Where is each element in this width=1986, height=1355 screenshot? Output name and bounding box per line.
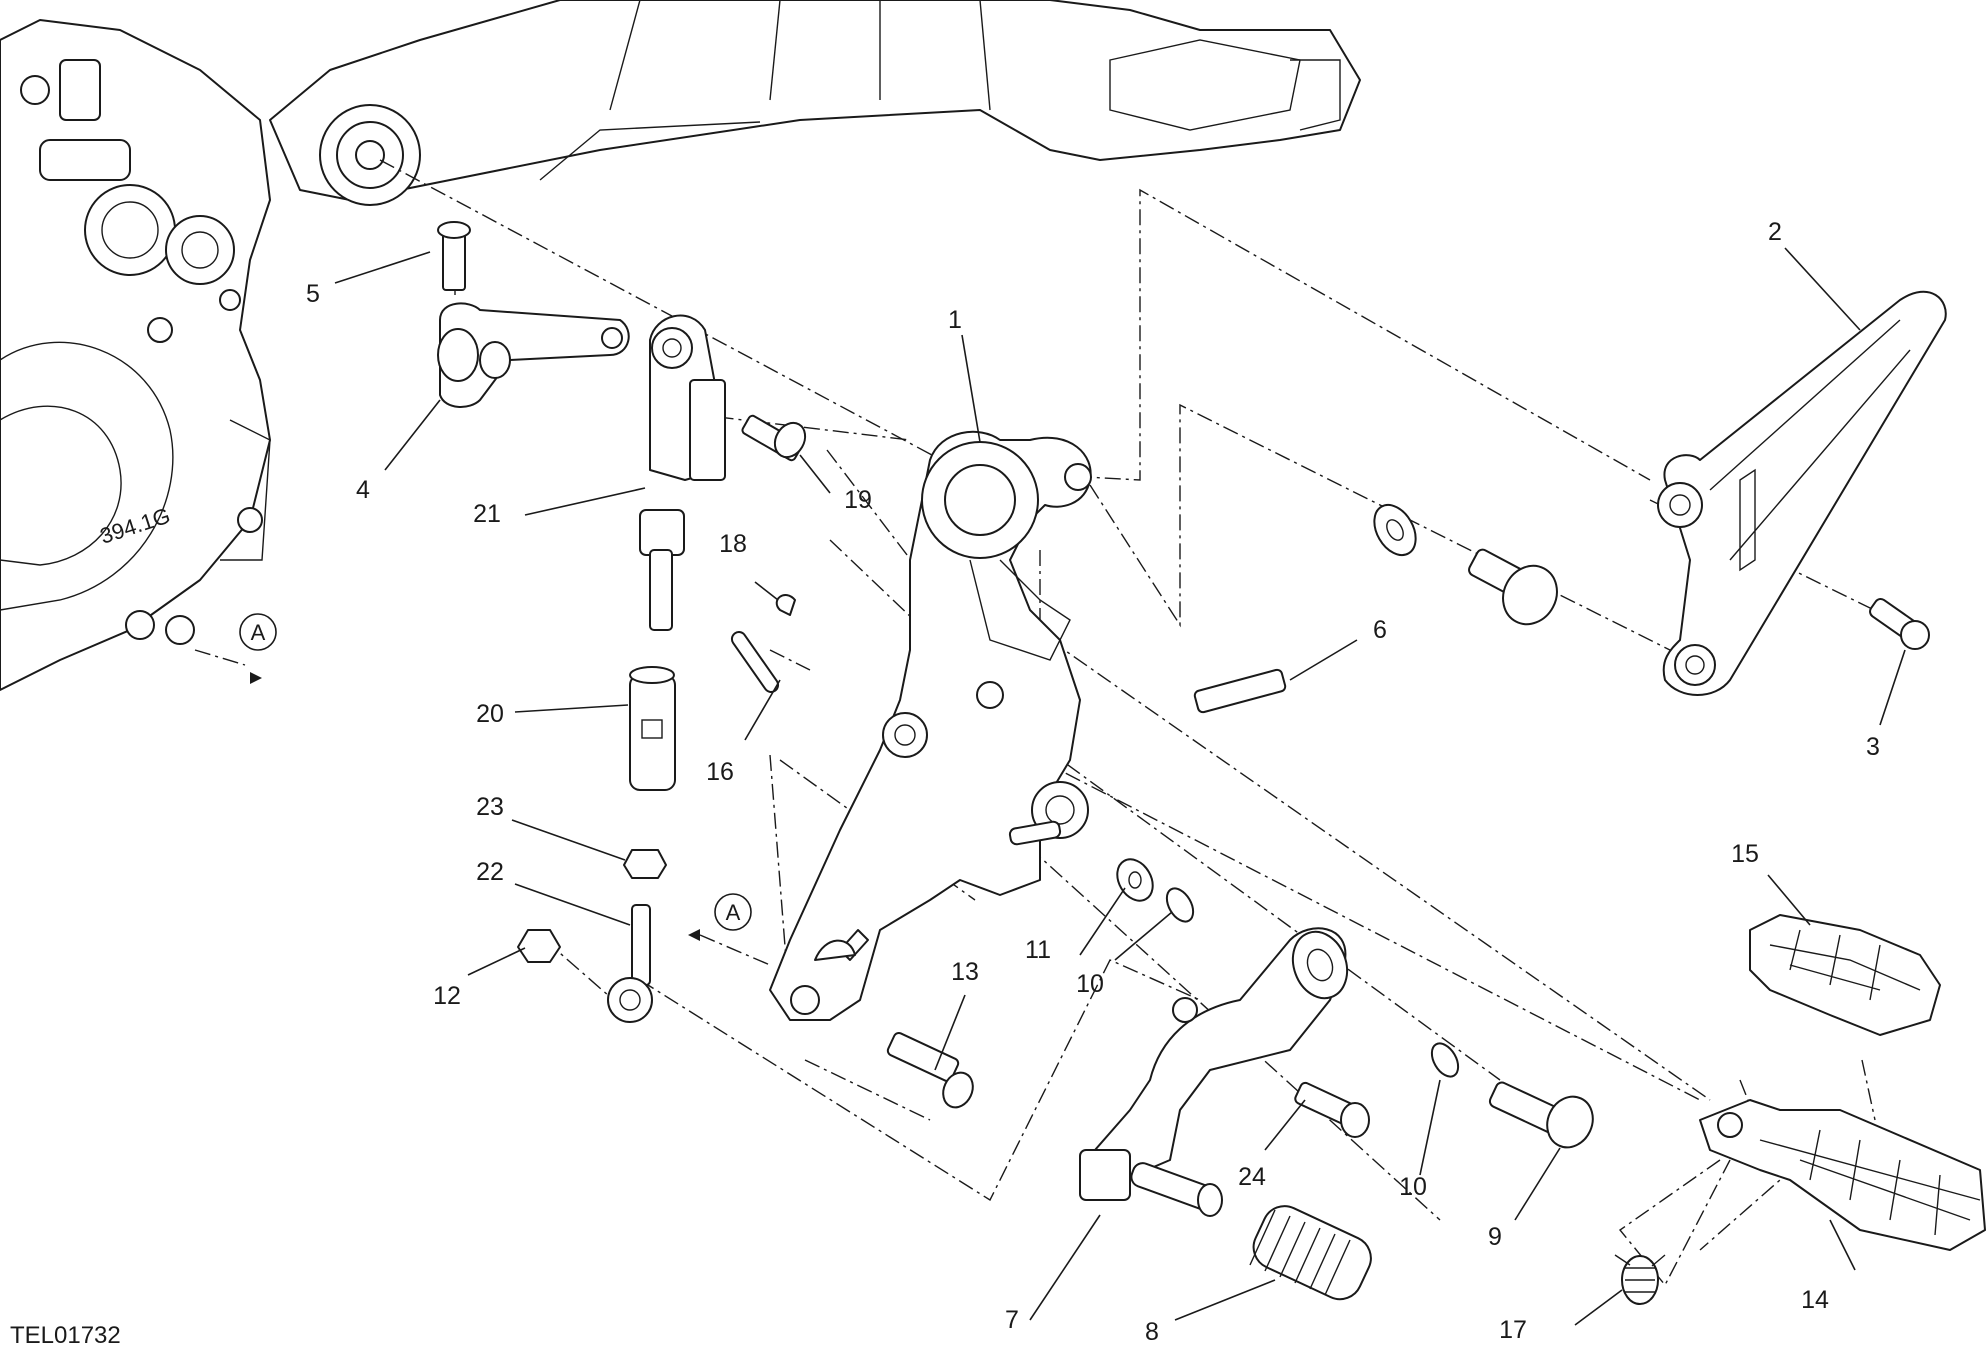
callout-21: 21 [473, 500, 501, 528]
sleeve-part-20 [629, 666, 676, 791]
callout-leaders [334, 247, 1906, 1326]
engine-case: 394.1G [0, 19, 271, 691]
washer-part-11 [1116, 858, 1154, 902]
callout-20: 20 [476, 700, 504, 728]
svg-text:A: A [726, 900, 741, 925]
swingarm [269, 0, 1361, 206]
screw-part-5 [437, 221, 471, 291]
callout-8: 8 [1145, 1318, 1159, 1346]
circlip-part-10b [1430, 1042, 1460, 1078]
screw-part-13 [886, 1031, 974, 1109]
heel-guard-part-2 [1657, 290, 1947, 696]
drawing-code: TEL01732 [10, 1322, 121, 1349]
pin-part-16 [730, 631, 780, 693]
gear-lever-part-7 [1079, 927, 1349, 1217]
nut-part-23 [623, 849, 667, 879]
callout-19: 19 [844, 486, 872, 514]
callout-12: 12 [433, 982, 461, 1010]
callout-14: 14 [1801, 1286, 1829, 1314]
washer-and-screw [1373, 503, 1558, 626]
footpeg-rubber-part-15 [1749, 914, 1941, 1036]
pivot-bolt-part-9 [1488, 1081, 1594, 1149]
callout-24: 24 [1238, 1163, 1266, 1191]
callout-15: 15 [1731, 840, 1759, 868]
callout-9: 9 [1488, 1223, 1502, 1251]
footpeg-part-14 [1699, 1099, 1986, 1251]
callout-1: 1 [948, 306, 962, 334]
callout-22: 22 [476, 858, 504, 886]
shift-lever-part-4 [437, 302, 630, 408]
svg-text:A: A [251, 620, 266, 645]
nut-part-12 [517, 929, 561, 963]
callout-11: 11 [1025, 936, 1051, 964]
spring-part-17 [1614, 1254, 1666, 1305]
callout-23: 23 [476, 793, 504, 821]
callout-18: 18 [719, 530, 747, 558]
callout-2: 2 [1768, 218, 1782, 246]
callout-13: 13 [951, 958, 979, 986]
screw-part-19 [741, 414, 807, 462]
callout-4: 4 [356, 476, 370, 504]
callout-3: 3 [1866, 733, 1880, 761]
screw-part-24 [1294, 1081, 1370, 1138]
callout-6: 6 [1373, 616, 1387, 644]
callout-7: 7 [1005, 1306, 1019, 1334]
view-marker-a-left: A [688, 893, 771, 966]
callout-16: 16 [706, 758, 734, 786]
rod-end-part-21 [639, 314, 726, 631]
callout-5: 5 [306, 280, 320, 308]
ball-joint-part-22 [607, 904, 653, 1023]
bracket-part-1 [769, 430, 1092, 1021]
callout-17: 17 [1499, 1316, 1527, 1344]
view-marker-a-right: A [239, 613, 277, 684]
callout-numbers: 1 2 3 4 5 6 7 8 9 10 10 11 12 13 14 15 1… [306, 218, 1880, 1346]
callout-10-upper: 10 [1076, 970, 1104, 998]
bolt-part-3 [1869, 597, 1930, 650]
lever-rubber-part-8 [1249, 1205, 1372, 1301]
pivot-pin-part-6 [1193, 668, 1287, 714]
clip-part-18 [775, 594, 796, 616]
circlip-part-10a [1165, 887, 1195, 923]
callout-10-lower: 10 [1399, 1173, 1427, 1201]
